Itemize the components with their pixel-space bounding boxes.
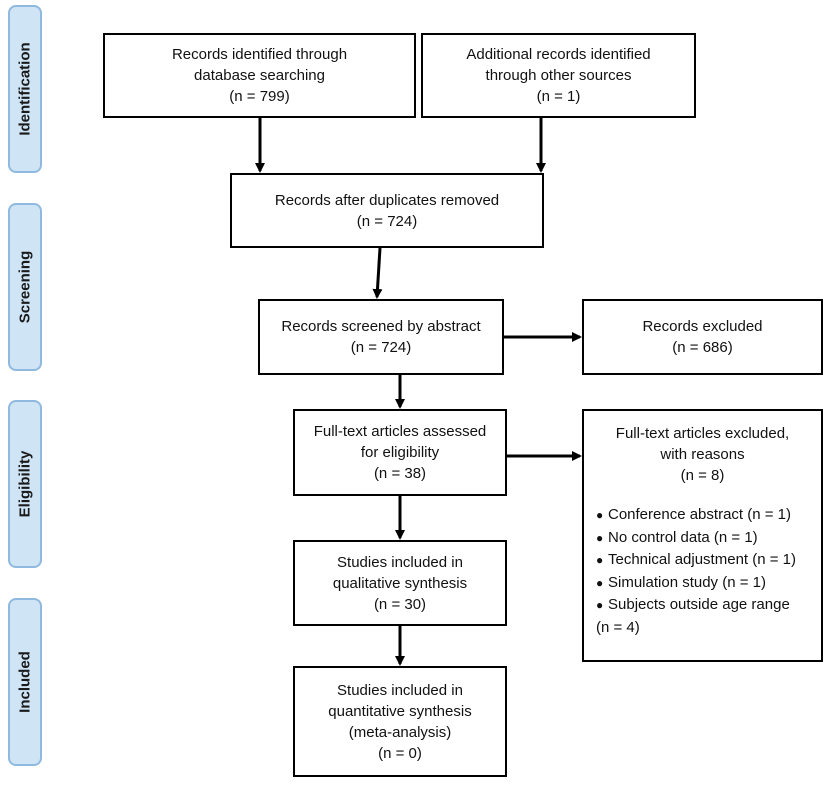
excluded-box: Records excluded (n = 686) [582, 299, 823, 375]
quantitative-synthesis-box: Studies included in quantitative synthes… [293, 666, 507, 777]
screened-box: Records screened by abstract (n = 724) [258, 299, 504, 375]
database-records-line-1: Records identified through [171, 46, 348, 63]
database-records-count: (n = 799) [229, 88, 290, 105]
qualitative-synthesis-box: Studies included in qualitative synthesi… [293, 540, 507, 626]
exclusion-reason: ●Subjects outside age range (n = 4) [596, 594, 821, 638]
after-duplicates-box: Records after duplicates removed (n = 72… [230, 173, 544, 248]
quantitative-line-1: Studies included in [337, 681, 463, 699]
exclusion-reason: ●Conference abstract (n = 1) [596, 506, 792, 523]
exclusion-reason: ●No control data (n = 1) [596, 528, 758, 546]
quantitative-line-3: (meta-analysis) [348, 723, 452, 741]
qualitative-line-1: Studies included in [337, 553, 463, 571]
screened-line-1: Records screened by abstract [281, 318, 481, 335]
qualitative-line-2: qualitative synthesis [332, 574, 468, 592]
other-records-line-2: through other sources [485, 67, 632, 84]
exclusion-reason: ●Simulation study (n = 1) [596, 573, 766, 591]
phase-included-label: Included [8, 598, 42, 766]
fulltext-excluded-count: (n = 8) [680, 467, 725, 484]
fulltext-assessed-line-1: Full-text articles assessed [313, 423, 487, 440]
qualitative-count: (n = 30) [373, 595, 427, 613]
fulltext-excluded-line-1: Full-text articles excluded, [615, 425, 790, 442]
phase-identification-label: Identification [8, 5, 42, 173]
phase-screening-label: Screening [8, 203, 42, 371]
after-duplicates-count: (n = 724) [356, 212, 418, 230]
fulltext-assessed-box: Full-text articles assessed for eligibil… [293, 409, 507, 496]
after-duplicates-line-1: Records after duplicates removed [274, 191, 500, 209]
screened-count: (n = 724) [350, 339, 412, 356]
fulltext-assessed-line-2: for eligibility [360, 444, 440, 461]
fulltext-excluded-box: Full-text articles excluded, with reason… [582, 409, 823, 662]
fulltext-assessed-count: (n = 38) [373, 465, 427, 482]
other-records-line-1: Additional records identified [466, 46, 651, 63]
quantitative-line-2: quantitative synthesis [328, 702, 472, 720]
other-records-box: Additional records identified through ot… [421, 33, 696, 118]
fulltext-excluded-line-2: with reasons [660, 446, 745, 463]
exclusion-reason: ●Technical adjustment (n = 1) [596, 551, 797, 568]
excluded-count: (n = 686) [672, 339, 733, 356]
quantitative-count: (n = 0) [378, 744, 422, 762]
database-records-box: Records identified through database sear… [103, 33, 416, 118]
exclusion-reason-continuation: (n = 4) [596, 618, 640, 636]
arrow-duplicates-to-screened [372, 247, 383, 299]
phase-eligibility-label: Eligibility [8, 400, 42, 568]
database-records-line-2: database searching [194, 67, 325, 84]
other-records-count: (n = 1) [536, 88, 581, 105]
excluded-line-1: Records excluded [642, 318, 763, 335]
exclusion-reasons-list: ●Conference abstract (n = 1) ●No control… [584, 504, 821, 638]
